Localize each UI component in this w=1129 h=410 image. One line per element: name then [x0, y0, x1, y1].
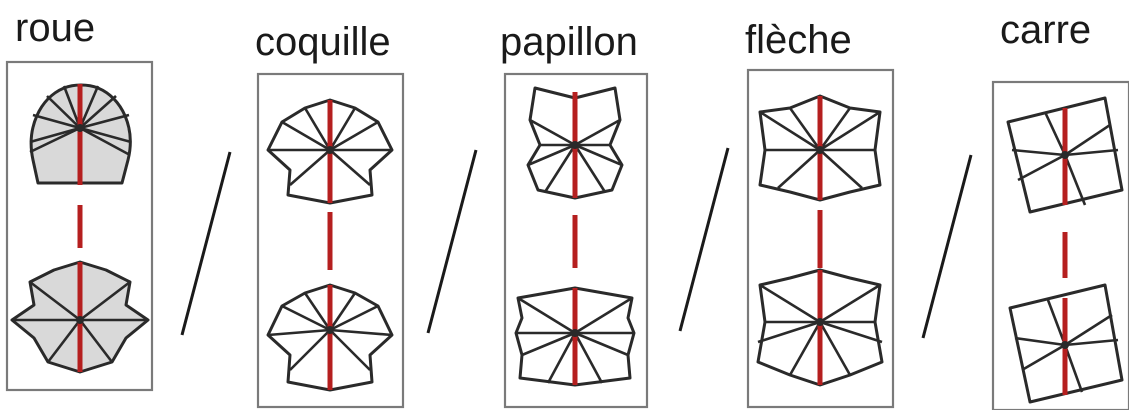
shape-fleche-top [760, 96, 880, 200]
shape-fleche-bottom [758, 270, 882, 385]
separator-line-4 [923, 155, 971, 338]
separator-line-2 [428, 150, 476, 333]
separator-line-3 [680, 148, 728, 331]
shape-carre-bottom [1010, 285, 1122, 402]
shape-papillon-bottom [516, 288, 634, 385]
separator-line-1 [182, 152, 230, 335]
shape-papillon-top [528, 88, 622, 198]
